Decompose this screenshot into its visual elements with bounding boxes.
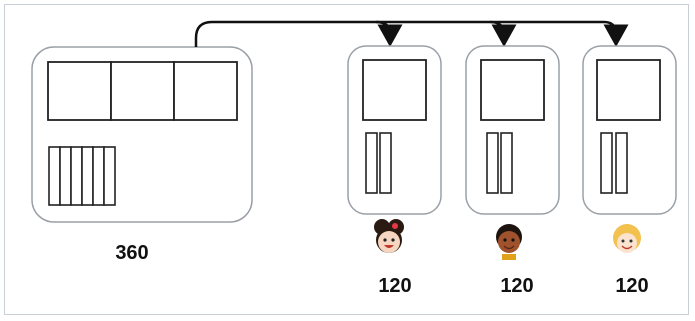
ten-rods: [48, 146, 116, 206]
hundred-block-1: [47, 61, 112, 121]
hundred-block-3: [173, 61, 238, 121]
share-card-2: [465, 45, 560, 215]
girl-face-icon: [374, 219, 404, 253]
boy-face-icon: [496, 224, 522, 260]
distribution-arrows: [194, 20, 629, 47]
whole-card: [31, 46, 253, 223]
hundred-block-2: [110, 61, 175, 121]
share-value-label-3: 120: [615, 275, 649, 297]
share-value-label-2: 120: [500, 275, 534, 297]
blonde-child-face-icon: [613, 224, 641, 253]
share-card-1: [347, 45, 442, 215]
share-card-3: [582, 45, 677, 215]
share-value-label-1: 120: [378, 275, 412, 297]
total-value-label: 360: [115, 242, 149, 264]
